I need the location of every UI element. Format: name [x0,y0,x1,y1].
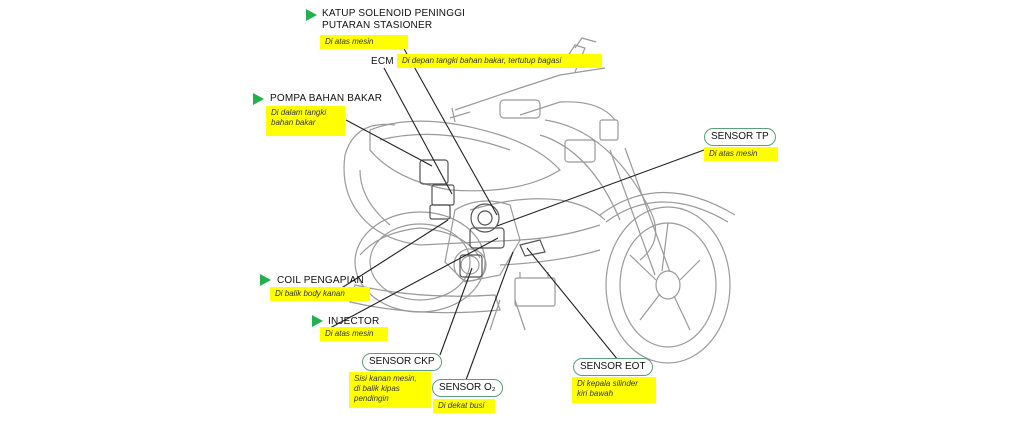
sensor-eot-location-note: Di kepala silinder kiri bawah [572,377,656,403]
leader-ecm [383,67,453,195]
injector-title: INJECTOR [328,316,380,327]
pompa-title: POMPA BAHAN BAKAR [270,93,383,104]
motorcycle-illustration [343,37,736,364]
sensor-tp-location-note: Di atas mesin [704,147,778,161]
sensor-tp-title: SENSOR TP [704,128,776,146]
leader-injector [329,237,499,329]
sensor-eot-title: SENSOR EOT [573,358,653,376]
coil-title: COIL PENGAPIAN [277,275,364,286]
leader-coil [339,219,449,290]
ecm-title: ECM [371,56,394,67]
coil-location-note: Di balik body kanan [270,287,370,301]
ecm-location-note: Di depan tangki bahan bakar, tertutup ba… [397,54,602,68]
pompa-location-note: Di dalam tangki bahan bakar [266,106,345,136]
sensor-o2-title: SENSOR O₂ [432,379,503,397]
marker-triangle-pompa [253,93,264,105]
marker-triangle-katup [306,9,317,21]
leader-sensor-tp [496,149,705,227]
leader-sensor-o2 [465,251,514,381]
injector-location-note: Di atas mesin [320,327,388,341]
katup-location-note: Di atas mesin [320,35,408,49]
sensor-o2-location-note: Di dekat busi [433,399,495,413]
marker-triangle-coil [260,274,271,286]
leader-sensor-ckp [439,267,473,356]
leader-pompa [345,119,433,167]
katup-title: KATUP SOLENOID PENINGGI PUTARAN STASIONE… [322,8,466,31]
sensor-ckp-location-note: Sisi kanan mesin, di balik kipas pending… [349,372,431,408]
sensor-ckp-title: SENSOR CKP [362,353,442,371]
marker-triangle-injector [312,315,323,327]
leader-sensor-eot [526,247,619,361]
